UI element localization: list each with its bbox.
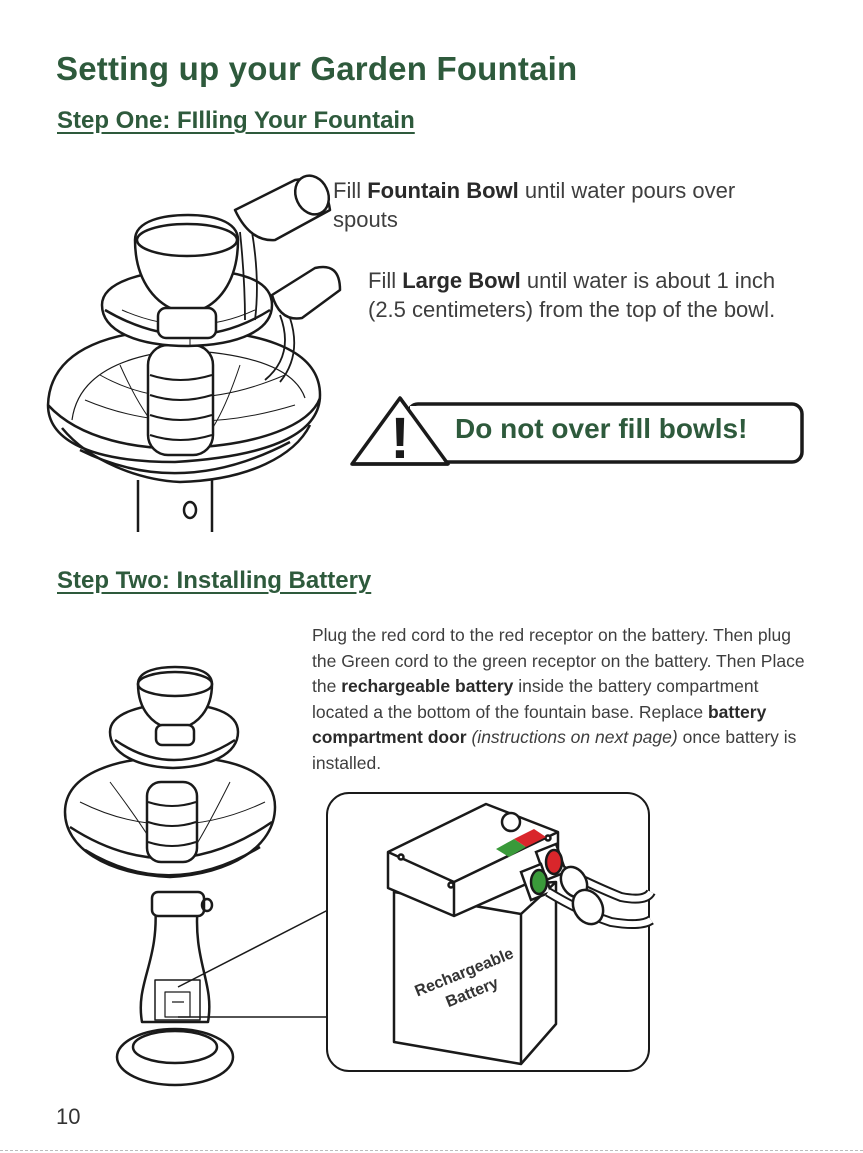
fill-fountain-bowl-instruction: Fill Fountain Bowl until water pours ove… <box>333 176 803 234</box>
large-bowl-term: Large Bowl <box>402 268 521 293</box>
green-receptor-marker <box>496 839 526 857</box>
rechargeable-battery-term: rechargeable battery <box>341 676 514 696</box>
next-page-note: (instructions on next page) <box>471 727 678 747</box>
battery-text-1: Plug the red cord to the red receptor on… <box>312 625 805 696</box>
fountain-base-illustration <box>63 665 329 1087</box>
warning-icon: ! <box>350 396 804 471</box>
fill-large-bowl-instruction: Fill Large Bowl until water is about 1 i… <box>368 266 808 324</box>
step-one-heading: Step One: FIlling Your Fountain <box>57 107 415 134</box>
fountain-bowl-term: Fountain Bowl <box>367 178 519 203</box>
overfill-warning: ! Do not over fill bowls! <box>350 396 804 471</box>
battery-text-3: once battery is installed. <box>312 727 797 773</box>
battery-door-term: battery compartment door <box>312 701 767 748</box>
warning-text: Do not over fill bowls! <box>455 413 748 444</box>
page-number: 10 <box>56 1104 81 1129</box>
battery-instructions: Plug the red cord to the red receptor on… <box>312 623 812 776</box>
red-receptor-marker <box>514 829 546 847</box>
fill-fountain-suffix: until water pours over spouts <box>333 178 736 232</box>
page-title: Setting up your Garden Fountain <box>56 50 578 87</box>
step-two-heading: Step Two: Installing Battery <box>57 567 372 594</box>
battery-text-2: inside the battery compartment located a… <box>312 676 759 722</box>
fill-large-suffix: until water is about 1 inch (2.5 centime… <box>368 268 776 322</box>
fill-large-prefix: Fill <box>368 268 403 293</box>
bottom-divider <box>0 1150 863 1151</box>
fountain-filling-illustration <box>46 174 342 532</box>
fill-fountain-prefix: Fill <box>333 178 368 203</box>
exclamation-mark: ! <box>390 406 409 471</box>
battery-detail-illustration: Rechargeable Battery <box>326 792 656 1072</box>
